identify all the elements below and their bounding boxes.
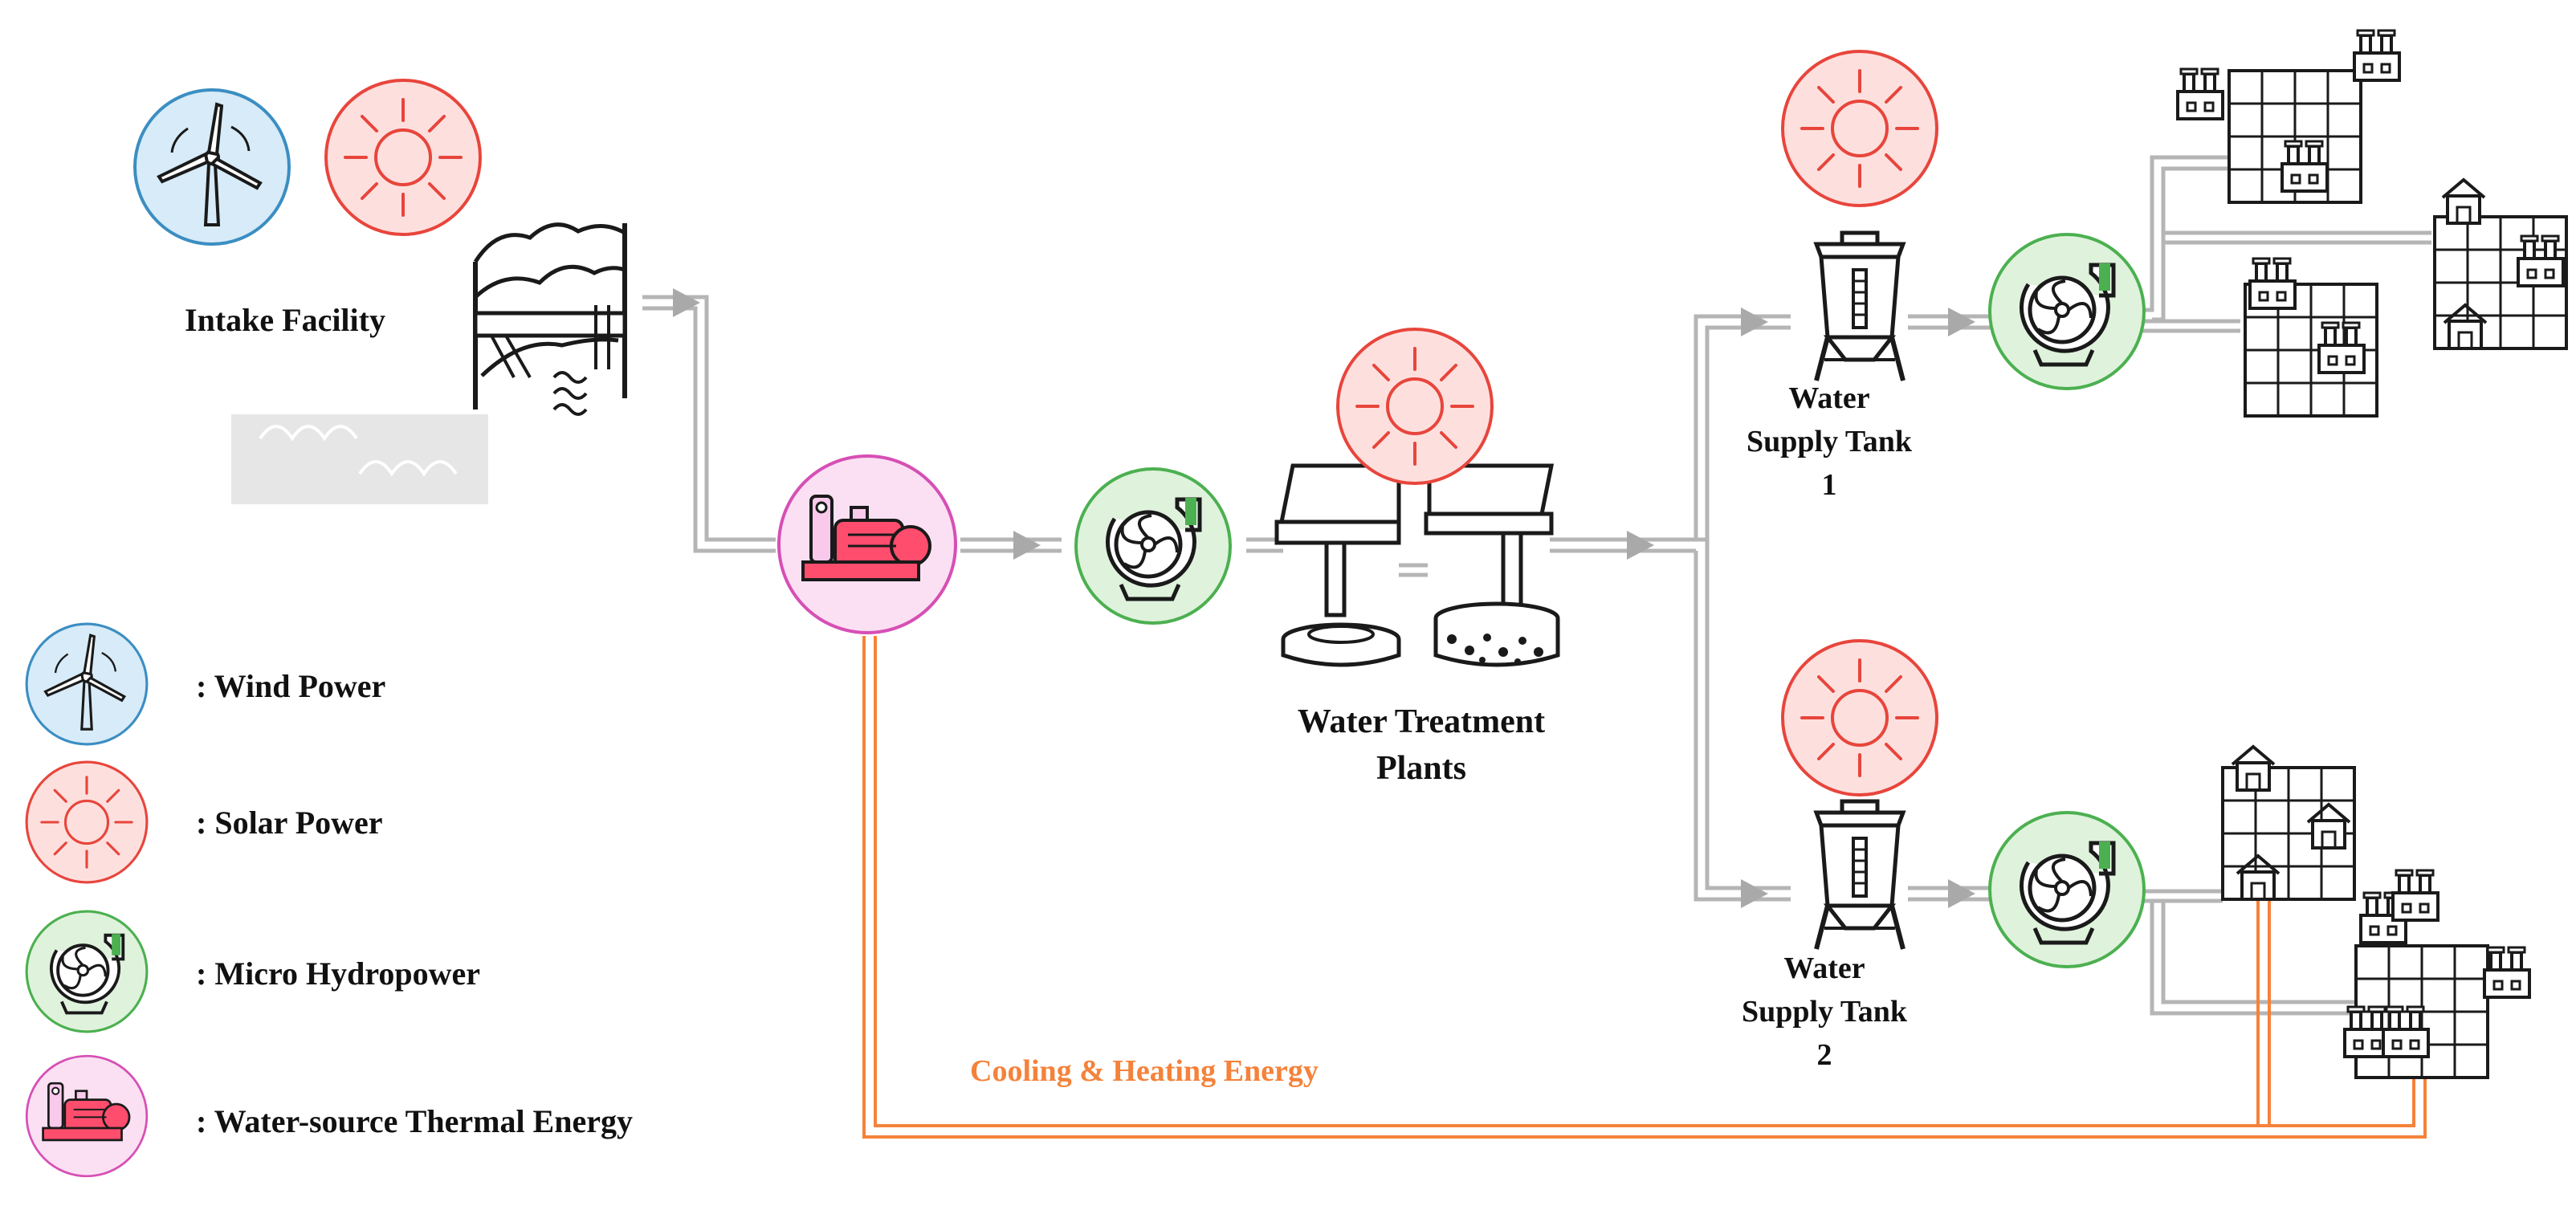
turbine-pump-icon — [1990, 813, 2144, 967]
water-treatment-plants — [1274, 463, 1560, 667]
water-pipes — [642, 155, 2431, 1016]
heat-pump-icon — [25, 1054, 149, 1178]
sun-icon — [1781, 50, 1938, 207]
consumer-block — [2244, 257, 2378, 418]
legend-label-thermal: : Water-source Thermal Energy — [196, 1103, 633, 1139]
legend-label-hydro: : Micro Hydropower — [196, 955, 480, 992]
legend-label-solar: : Solar Power — [196, 805, 383, 841]
tank2-label-line1: Water — [1783, 951, 1865, 985]
sun-icon — [324, 79, 482, 236]
turbine-pump-icon — [1076, 469, 1230, 623]
energy-loop-label: Cooling & Heating Energy — [970, 1054, 1319, 1088]
turbine-pump-icon — [25, 910, 149, 1033]
treatment-label-line1: Water Treatment — [1298, 703, 1545, 740]
wind-turbine-icon — [133, 88, 291, 246]
treatment-label-line2: Plants — [1376, 750, 1466, 787]
sun-icon — [25, 760, 149, 884]
tank2-label-line3: 2 — [1817, 1038, 1832, 1072]
tank2-label-line2: Supply Tank — [1742, 995, 1908, 1029]
consumer-block — [2221, 745, 2356, 901]
legend-label-wind: : Wind Power — [196, 668, 385, 704]
tank1-label-line2: Supply Tank — [1747, 425, 1913, 458]
sun-icon — [1336, 328, 1494, 485]
intake-facility — [231, 222, 627, 504]
tank1-label-line1: Water — [1788, 381, 1869, 415]
water-supply-tank-2 — [1816, 801, 1903, 949]
legend: : Wind Power : Solar Power : Micro Hydro… — [25, 622, 633, 1178]
energy-pipe — [862, 636, 2427, 1139]
tank1-label-line3: 1 — [1822, 468, 1837, 502]
sun-icon — [1781, 639, 1938, 797]
turbine-pump-icon — [1990, 234, 2144, 389]
wind-turbine-icon — [25, 622, 149, 746]
consumer-block — [2343, 869, 2531, 1079]
water-supply-tank-1 — [1816, 233, 1903, 381]
intake-label: Intake Facility — [185, 302, 385, 338]
consumer-block — [2433, 178, 2568, 350]
consumer-block — [2176, 29, 2401, 204]
heat-pump-icon — [777, 454, 957, 634]
